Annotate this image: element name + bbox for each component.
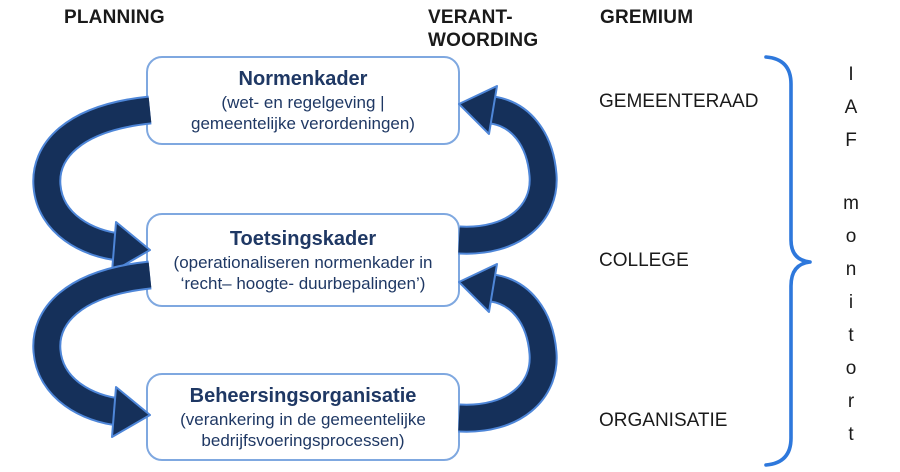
iaf-monitort-vertical-label: I A F m o n i t o r t <box>839 64 863 446</box>
column-header-verantwoording: VERANT- WOORDING <box>428 7 539 51</box>
gremium-row-college: COLLEGE <box>599 250 689 271</box>
curved-arrow-verantwoording-top-icon <box>458 85 558 255</box>
vertical-letter: r <box>847 391 855 412</box>
gremium-row-gemeenteraad: GEMEENTERAAD <box>599 91 759 112</box>
box-toetsingskader-title: Toetsingskader <box>229 227 377 250</box>
vertical-letter: t <box>848 424 854 445</box>
arrow-band <box>34 262 152 425</box>
arrow-head <box>111 386 151 438</box>
arrow-head <box>458 85 498 135</box>
box-toetsingskader: Toetsingskader (operationaliseren normen… <box>146 213 460 307</box>
vertical-letter: o <box>845 358 857 379</box>
arrow-band-outline <box>458 273 558 433</box>
curved-arrow-verantwoording-bottom-icon <box>458 263 558 433</box>
curved-arrow-planning-bottom-icon <box>32 260 152 438</box>
box-beheersingsorganisatie-title: Beheersingsorganisatie <box>189 384 417 407</box>
box-beheersingsorganisatie: Beheersingsorganisatie (verankering in d… <box>146 373 460 461</box>
curly-brace-icon <box>764 55 812 467</box>
column-header-planning: PLANNING <box>64 7 165 28</box>
vertical-letter: n <box>845 259 857 280</box>
gremium-row-organisatie: ORGANISATIE <box>599 410 728 431</box>
vertical-letter: i <box>848 292 854 313</box>
column-header-gremium: GREMIUM <box>600 7 694 28</box>
box-normenkader-title: Normenkader <box>238 68 368 90</box>
arrow-band <box>458 97 556 253</box>
vertical-letter: F <box>845 130 857 151</box>
arrow-band-outline <box>32 260 152 427</box>
vertical-letter: m <box>843 193 859 214</box>
arrow-band-outline <box>32 95 152 262</box>
arrow-band <box>458 275 556 431</box>
box-normenkader-subtitle: (wet- en regelgeving | gemeentelijke ver… <box>191 93 415 133</box>
arrow-head <box>111 221 151 273</box>
arrow-head <box>458 263 498 313</box>
vertical-letter: t <box>848 325 854 346</box>
arrow-band-outline <box>458 95 558 255</box>
box-toetsingskader-subtitle: (operationaliseren normenkader in ‘recht… <box>173 252 433 293</box>
vertical-letter: A <box>844 97 858 118</box>
vertical-letter: I <box>848 64 854 85</box>
vertical-letter: o <box>845 226 857 247</box>
arrow-band <box>34 97 152 260</box>
box-normenkader: Normenkader (wet- en regelgeving | gemee… <box>146 56 460 145</box>
box-beheersingsorganisatie-subtitle: (verankering in de gemeentelijke bedrijf… <box>180 409 426 450</box>
curved-arrow-planning-top-icon <box>32 95 152 273</box>
